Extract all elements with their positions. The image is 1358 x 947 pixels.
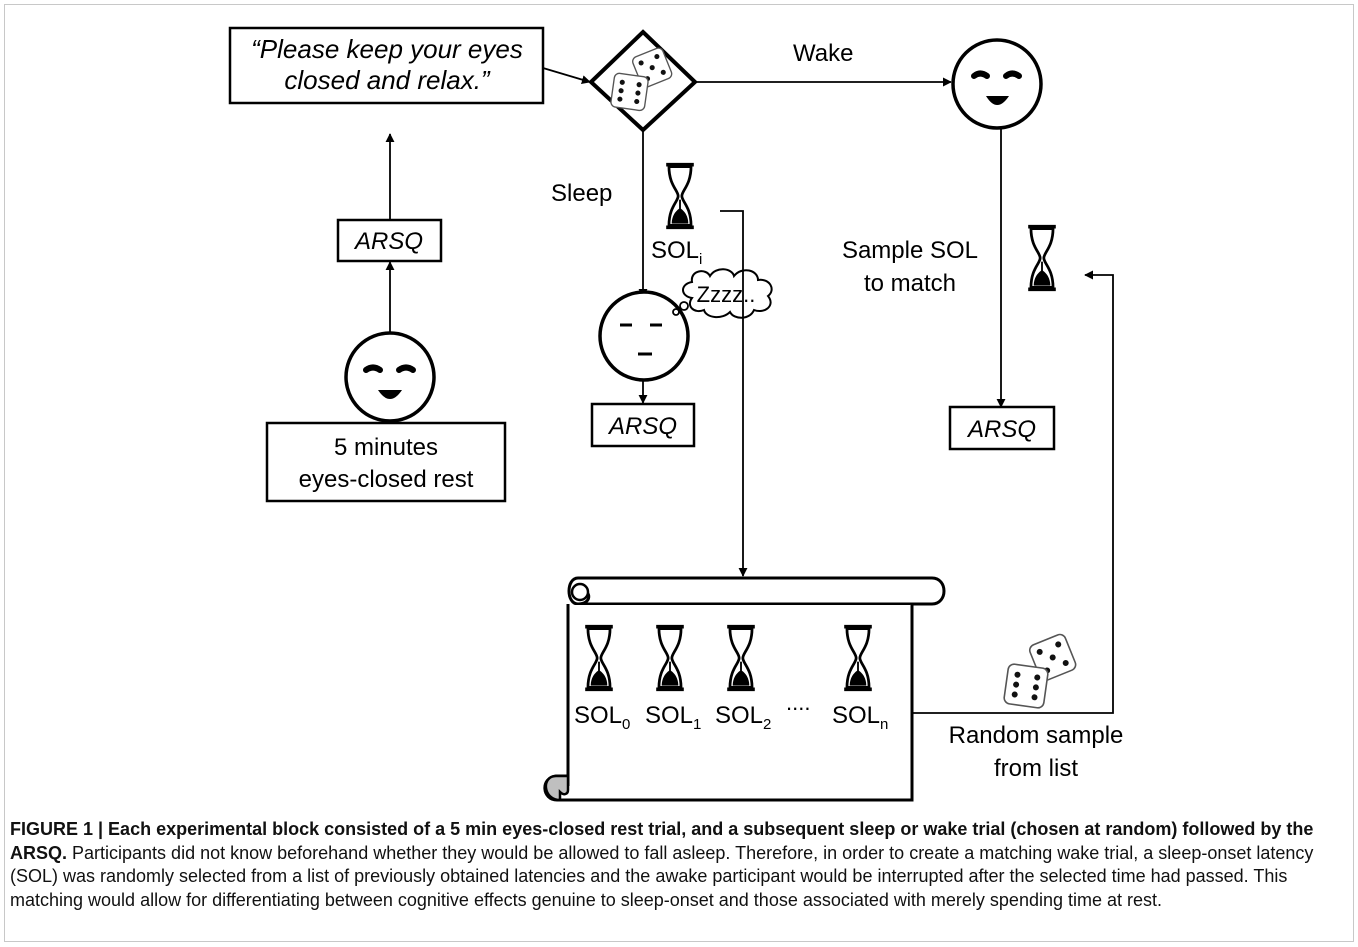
sol-list-item: SOL0	[574, 702, 630, 733]
instruction-line-2: closed and relax.”	[284, 65, 491, 95]
experiment-flow-diagram: “Please keep your eyes closed and relax.…	[228, 26, 1124, 802]
svg-text:ARSQ: ARSQ	[607, 413, 677, 440]
arsq-wake-box: ARSQ	[948, 405, 1056, 451]
arrow-random-sample-to-wake	[912, 270, 1114, 714]
random-choice-diamond	[588, 29, 698, 133]
sleep-label: Sleep	[551, 180, 612, 207]
figure-frame	[4, 4, 1354, 942]
awake-face-icon	[951, 38, 1043, 130]
sleeping-face-icon	[598, 290, 690, 382]
svg-text:5 minutes: 5 minutes	[334, 434, 438, 461]
sample-sol-label-1: Sample SOL	[842, 237, 978, 264]
zzz-text: Zzzz..	[697, 282, 756, 307]
sol-list-item: SOL1	[645, 702, 701, 733]
instruction-line-1: “Please keep your eyes	[251, 34, 523, 64]
resting-face-icon	[344, 331, 436, 423]
hourglass-icon	[1026, 224, 1058, 292]
caption-body: Participants did not know beforehand whe…	[10, 842, 1314, 910]
rest-trial-box: 5 minutes eyes-closed rest	[265, 421, 507, 503]
dice-icon	[1002, 631, 1079, 710]
random-sample-label-2: from list	[994, 755, 1078, 782]
instruction-box: “Please keep your eyes closed and relax.…	[228, 26, 545, 105]
sol-list-ellipsis: ....	[786, 690, 810, 715]
sol-list-item: SOL2	[715, 702, 771, 733]
svg-text:ARSQ: ARSQ	[353, 228, 423, 255]
arsq-left-box: ARSQ	[336, 218, 443, 263]
random-sample-label-1: Random sample	[949, 722, 1124, 749]
arrow-prompt-to-choice	[542, 67, 591, 85]
scroll-curl	[544, 774, 570, 802]
arsq-sleep-box: ARSQ	[590, 402, 696, 448]
svg-text:ARSQ: ARSQ	[966, 416, 1036, 443]
hourglass-icon	[664, 162, 696, 230]
svg-text:eyes-closed rest: eyes-closed rest	[299, 466, 474, 493]
sol-list-item: SOLn	[832, 702, 888, 733]
figure-caption: FIGURE 1 | Each experimental block consi…	[10, 818, 1345, 912]
sample-sol-label-2: to match	[864, 270, 956, 297]
wake-label: Wake	[793, 40, 853, 67]
caption-title: FIGURE 1 | Each experimental block consi…	[10, 819, 1314, 863]
sol-i-label: SOLi	[651, 237, 702, 268]
arrow-sol-to-list	[720, 210, 748, 577]
thought-bubble: Zzzz..	[672, 268, 773, 319]
